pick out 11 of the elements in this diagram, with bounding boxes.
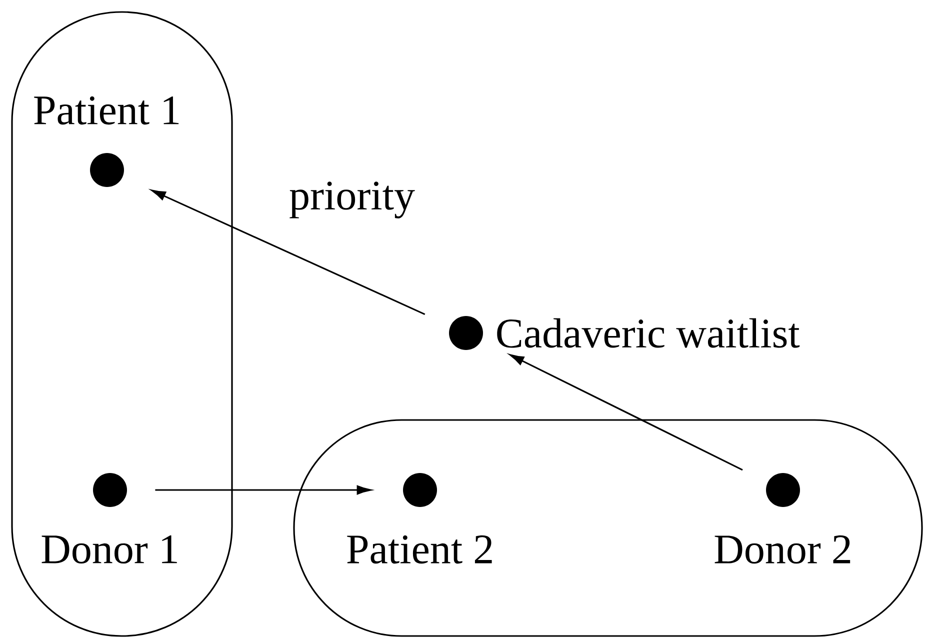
node-label: Patient 2 xyxy=(347,535,492,564)
node-label: Patient 1 xyxy=(34,96,179,125)
node-label: Donor 1 xyxy=(42,535,177,564)
group-outline xyxy=(293,419,923,637)
group-outline xyxy=(11,11,233,637)
node-label: Cadaveric waitlist xyxy=(497,318,800,348)
edge-label: priority xyxy=(290,182,415,218)
arrow xyxy=(155,485,372,495)
node-label: Donor 2 xyxy=(714,535,850,564)
arrow xyxy=(510,354,743,471)
arrow xyxy=(151,190,426,316)
